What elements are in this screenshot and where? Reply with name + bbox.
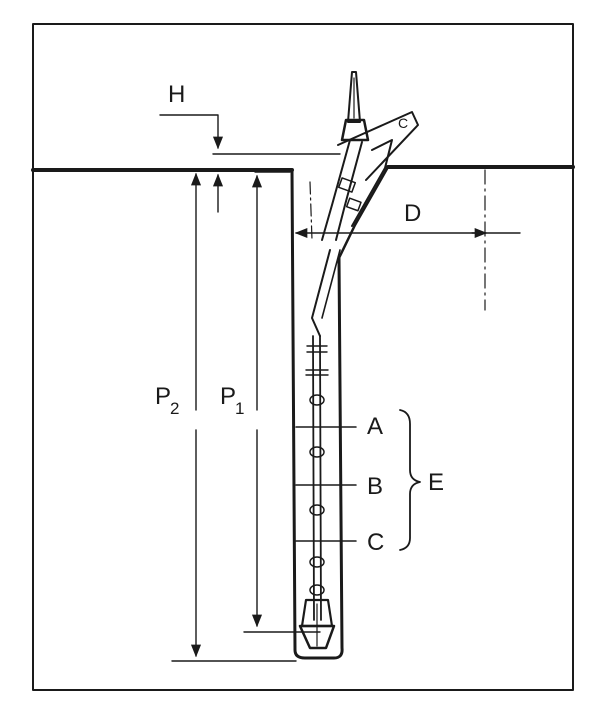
label-a: A	[367, 413, 383, 440]
dimension-p1	[243, 171, 321, 633]
borehole	[290, 165, 390, 660]
borehole-centerline	[309, 181, 313, 241]
drill-string	[298, 335, 336, 650]
drilling-machine	[311, 71, 419, 337]
label-p2-sub: 2	[170, 399, 179, 418]
label-p1-sub: 1	[235, 399, 244, 418]
label-p1: P	[220, 383, 236, 410]
machine-tag-label: C	[398, 115, 408, 131]
label-h: H	[168, 81, 185, 108]
label-e: E	[428, 469, 444, 496]
measurement-lines	[295, 426, 357, 542]
label-d: D	[404, 200, 421, 227]
label-p2: P	[155, 383, 171, 410]
dimension-h	[159, 114, 341, 213]
brace-e	[399, 409, 421, 551]
label-b: B	[367, 473, 383, 500]
label-c: C	[367, 529, 384, 556]
outer-frame	[32, 23, 574, 691]
dimension-p2	[171, 172, 297, 662]
